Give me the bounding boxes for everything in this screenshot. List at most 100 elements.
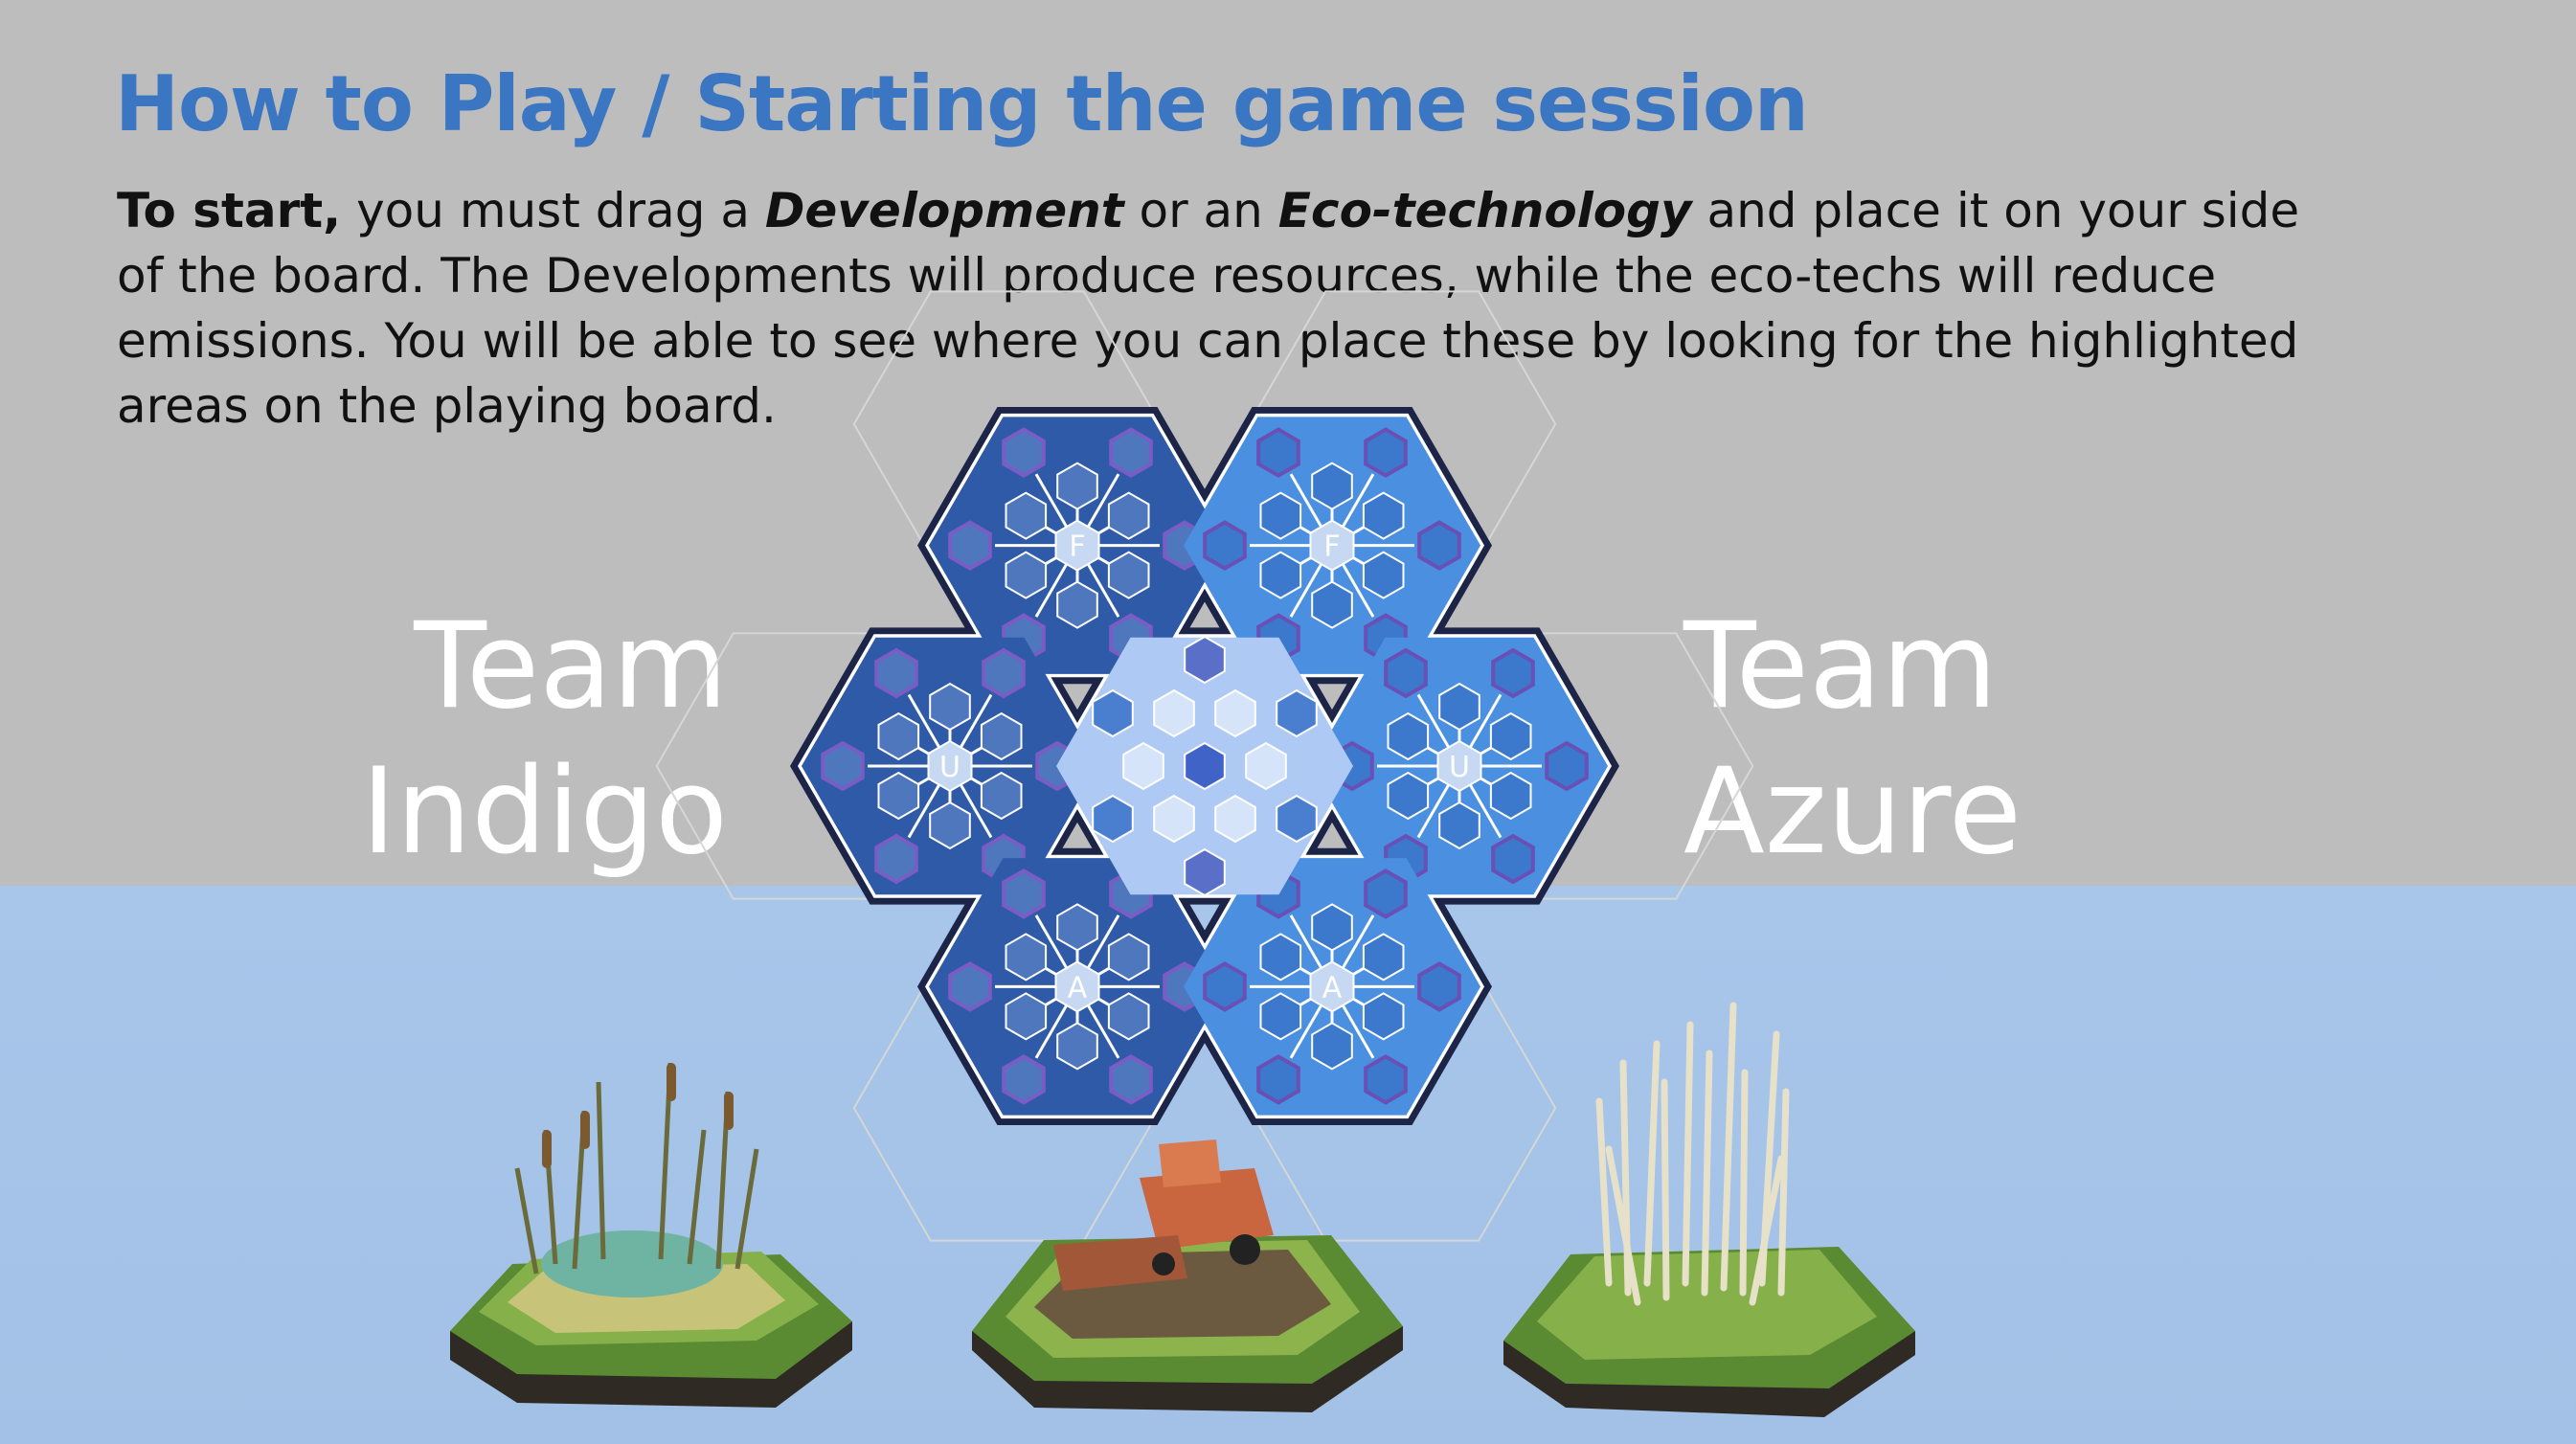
edge-cell[interactable]: [948, 520, 992, 571]
placement-cell[interactable]: [1056, 903, 1098, 952]
center-cell[interactable]: [1184, 741, 1226, 791]
placement-cell[interactable]: [1362, 491, 1405, 540]
harvester-farm-tile[interactable]: [967, 1130, 1408, 1427]
edge-cell[interactable]: [1256, 427, 1300, 478]
sector-indigo-left[interactable]: U: [802, 637, 1098, 895]
placement-cell[interactable]: [1107, 992, 1150, 1041]
edge-cell[interactable]: [1384, 647, 1428, 699]
edge-cell[interactable]: [1417, 961, 1461, 1012]
team-azure-line1: Team: [1683, 598, 1998, 735]
intro-text-2: or an: [1123, 183, 1278, 238]
edge-cell[interactable]: [874, 833, 918, 885]
center-cell[interactable]: [1184, 635, 1226, 685]
placement-cell[interactable]: [1107, 933, 1150, 981]
combine-harvester-icon: [1053, 1139, 1274, 1291]
edge-cell[interactable]: [1491, 833, 1535, 885]
development-term: Development: [764, 183, 1124, 238]
sector-azure-right[interactable]: U: [1311, 637, 1608, 895]
placement-cell[interactable]: [1489, 711, 1532, 761]
edge-cell[interactable]: [1002, 869, 1046, 919]
edge-cell[interactable]: [1203, 520, 1247, 571]
team-azure-line2: Azure: [1683, 743, 2022, 881]
sector-indigo-top[interactable]: F: [929, 417, 1226, 674]
placement-cell[interactable]: [1438, 682, 1480, 732]
placement-cell[interactable]: [1056, 580, 1098, 629]
pond: [541, 1230, 723, 1297]
edge-cell[interactable]: [821, 740, 865, 792]
center-cell[interactable]: [1153, 794, 1195, 844]
intro-text-3: and place it on your side of the board. …: [117, 183, 2300, 434]
placement-cell[interactable]: [1362, 933, 1405, 981]
placement-cell[interactable]: [1387, 711, 1430, 761]
board-center[interactable]: [1056, 635, 1353, 897]
placement-cell[interactable]: [1438, 801, 1480, 850]
edge-cell[interactable]: [1002, 427, 1046, 478]
placement-cell[interactable]: [877, 711, 920, 761]
placement-cell[interactable]: [1107, 551, 1150, 599]
placement-cell[interactable]: [1005, 491, 1048, 540]
sector-azure-top[interactable]: F: [1184, 417, 1480, 674]
center-hex-group[interactable]: [1056, 635, 1353, 897]
tile-top: [1537, 1250, 1877, 1360]
edge-cell[interactable]: [1109, 427, 1153, 478]
placement-cell[interactable]: [980, 711, 1023, 761]
placement-cell[interactable]: [1311, 903, 1353, 952]
edge-cell[interactable]: [1364, 869, 1408, 919]
center-cell[interactable]: [1214, 794, 1256, 844]
placement-cell[interactable]: [929, 682, 971, 732]
cattail-wetland-tile[interactable]: [441, 1025, 862, 1427]
center-cell[interactable]: [1153, 688, 1195, 738]
tall-grass-tile[interactable]: [1494, 986, 1925, 1427]
center-cell[interactable]: [1276, 688, 1318, 738]
edge-cell[interactable]: [982, 647, 1026, 699]
placement-cell[interactable]: [877, 771, 920, 821]
cattail-heads: [542, 1063, 734, 1168]
tall-grass-icon: [1595, 1002, 1790, 1306]
edge-cell[interactable]: [1545, 740, 1589, 792]
placement-cell[interactable]: [1005, 933, 1048, 981]
placement-cell[interactable]: [1311, 1022, 1353, 1071]
center-cell[interactable]: [1184, 847, 1226, 897]
sector-core-hex: [1054, 519, 1100, 572]
placement-cell[interactable]: [1489, 771, 1532, 821]
placement-cell[interactable]: [1387, 771, 1430, 821]
edge-cell[interactable]: [1002, 1054, 1046, 1105]
edge-cell[interactable]: [1364, 427, 1408, 478]
edge-cell[interactable]: [1491, 647, 1535, 699]
placement-cell[interactable]: [929, 801, 971, 850]
center-cell[interactable]: [1122, 741, 1164, 791]
placement-cell[interactable]: [1259, 933, 1302, 981]
edge-cell[interactable]: [948, 961, 992, 1012]
placement-cell[interactable]: [980, 771, 1023, 821]
center-cell[interactable]: [1092, 688, 1134, 738]
edge-cell[interactable]: [1256, 1054, 1300, 1105]
team-indigo-line1: Team: [414, 598, 728, 735]
placement-cell[interactable]: [1259, 551, 1302, 599]
sector-core-hex: [927, 739, 973, 793]
edge-cell[interactable]: [1203, 961, 1247, 1012]
center-cell[interactable]: [1214, 688, 1256, 738]
placement-cell[interactable]: [1005, 551, 1048, 599]
center-cell[interactable]: [1276, 794, 1318, 844]
sector-letter: U: [1449, 751, 1470, 784]
placement-cell[interactable]: [1311, 580, 1353, 629]
sector-azure-bottom[interactable]: A: [1184, 858, 1480, 1116]
placement-cell[interactable]: [1259, 491, 1302, 540]
center-cell[interactable]: [1092, 794, 1134, 844]
placement-cell[interactable]: [1362, 992, 1405, 1041]
placement-cell[interactable]: [1056, 1022, 1098, 1071]
edge-cell[interactable]: [1364, 1054, 1408, 1105]
placement-cell[interactable]: [1107, 491, 1150, 540]
placement-cell[interactable]: [1259, 992, 1302, 1041]
edge-cell[interactable]: [874, 647, 918, 699]
center-cell[interactable]: [1245, 741, 1287, 791]
placement-cell[interactable]: [1362, 551, 1405, 599]
placement-cell[interactable]: [1005, 992, 1048, 1041]
intro-paragraph: To start, you must drag a Development or…: [117, 178, 2348, 439]
placement-cell[interactable]: [1056, 462, 1098, 510]
edge-cell[interactable]: [1109, 1054, 1153, 1105]
edge-cell[interactable]: [1417, 520, 1461, 571]
placement-cell[interactable]: [1311, 462, 1353, 510]
